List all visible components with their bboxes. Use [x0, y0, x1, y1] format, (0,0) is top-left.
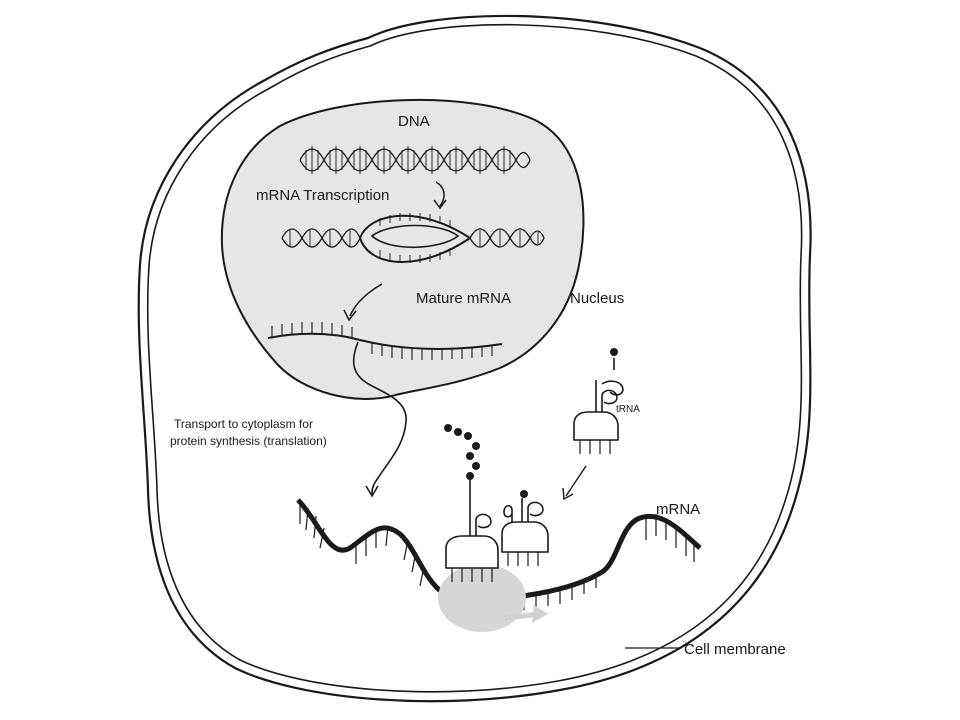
- trna-with-peptide: [445, 480, 499, 582]
- label-trna: tRNA: [616, 404, 640, 415]
- transport-arrow: [352, 341, 407, 498]
- dna-helix: [299, 146, 531, 174]
- label-mrna: mRNA: [656, 501, 700, 518]
- cell-membrane: [137, 14, 812, 703]
- transcription-bubble: [281, 213, 545, 263]
- label-mature-mrna: Mature mRNA: [416, 290, 511, 307]
- transcription-arrow: [433, 181, 447, 210]
- label-nucleus: Nucleus: [570, 290, 624, 307]
- label-dna: DNA: [398, 113, 430, 130]
- label-cell-membrane: Cell membrane: [684, 641, 786, 658]
- trna-arrow: [562, 465, 587, 501]
- free-trna: [573, 348, 624, 454]
- nucleus: [220, 98, 585, 400]
- label-transport-line2: protein synthesis (translation): [170, 434, 327, 448]
- mature-mrna-arrow: [343, 283, 383, 322]
- ribosome: [438, 564, 548, 632]
- label-transport-line1: Transport to cytoplasm for: [174, 417, 313, 431]
- peptide-chain: [444, 424, 480, 480]
- label-mrna-transcription: mRNA Transcription: [256, 187, 389, 204]
- trna-on-mrna: [501, 490, 549, 566]
- mature-mrna-strand: [267, 322, 503, 360]
